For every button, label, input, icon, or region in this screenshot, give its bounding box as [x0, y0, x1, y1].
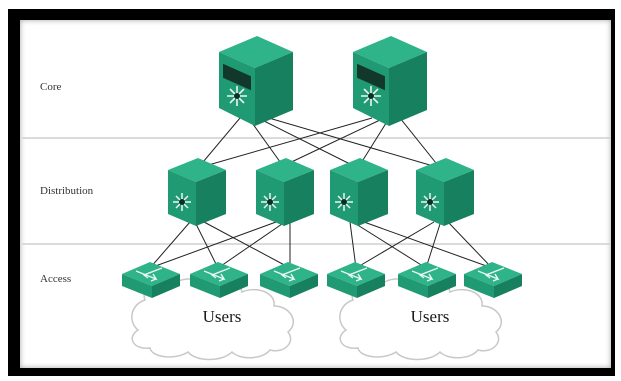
- layer-label-core: Core: [40, 81, 62, 93]
- distribution-switch-icon: [256, 158, 314, 226]
- users-label-right: Users: [411, 307, 450, 326]
- diagram-panel: [20, 20, 611, 368]
- top-strip: [0, 0, 621, 9]
- layer-label-distribution: Distribution: [40, 185, 94, 197]
- distribution-access-links: [149, 221, 493, 269]
- access-switch-icon: [190, 262, 248, 298]
- core-distribution-links: [197, 115, 441, 169]
- layer-label-access: Access: [40, 273, 72, 285]
- core-router-icon: [219, 36, 293, 126]
- access-switch-icon: [260, 262, 318, 298]
- distribution-switch-icon: [330, 158, 388, 226]
- core-router-icon: [353, 36, 427, 126]
- distribution-switch-icon: [168, 158, 226, 226]
- access-switch-icon: [464, 262, 522, 298]
- access-switch-icon: [327, 262, 385, 298]
- access-switch-icon: [398, 262, 456, 298]
- distribution-switch-icon: [416, 158, 474, 226]
- users-label-left: Users: [203, 307, 242, 326]
- access-switch-icon: [122, 262, 180, 298]
